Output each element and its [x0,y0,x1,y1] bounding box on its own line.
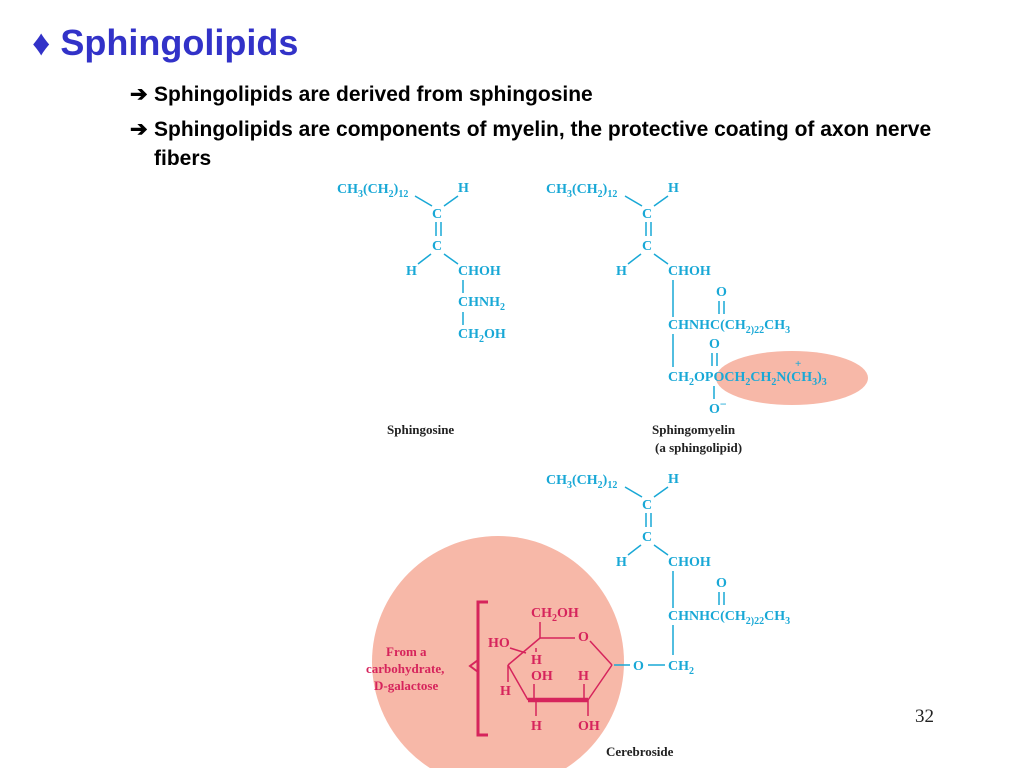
svg-text:CH3(CH2)12: CH3(CH2)12 [337,182,408,200]
svg-text:O: O [578,630,589,645]
svg-text:CHNHC(CH2)22CH3: CHNHC(CH2)22CH3 [668,318,790,336]
svg-text:HO: HO [488,636,510,651]
arrow-bullet-icon: ➔ [130,83,148,106]
svg-text:O: O [709,337,720,352]
svg-text:O: O [633,659,644,674]
svg-text:O: O [716,285,727,300]
galactose-label-line-1: From a [386,644,427,659]
cerebroside-caption: Cerebroside [606,744,674,759]
svg-text:OH: OH [531,669,553,684]
galactose-label-line-3: D-galactose [374,678,438,693]
svg-text:C: C [642,207,652,222]
svg-text:H: H [616,555,627,570]
svg-text:O: O [716,576,727,591]
phosphocholine-highlight [716,351,868,405]
svg-text:H: H [578,669,589,684]
sphingomyelin-structure: CH3(CH2)12 H C C H CHOH O CHNHC(CH2)22CH… [546,181,827,417]
sphingomyelin-subcaption: (a sphingolipid) [655,440,742,455]
svg-text:CH3(CH2)12: CH3(CH2)12 [546,473,617,491]
svg-text:C: C [642,498,652,513]
svg-text:CHOH: CHOH [668,264,711,279]
svg-text:H: H [668,472,679,487]
svg-text:H: H [531,719,542,734]
svg-text:C: C [432,239,442,254]
svg-text:CHNHC(CH2)22CH3: CHNHC(CH2)22CH3 [668,609,790,627]
svg-text:CHOH: CHOH [668,555,711,570]
svg-text:C: C [642,239,652,254]
sphingosine-structure: CH3(CH2)12 H C C H CHOH CHNH2 CH2OH [337,181,506,345]
svg-text:H: H [458,181,469,196]
svg-text:H: H [406,264,417,279]
svg-text:H: H [668,181,679,196]
galactose-highlight [372,536,624,768]
bullet-text: Sphingolipids are derived from sphingosi… [154,83,593,106]
svg-text:+: + [795,358,801,370]
galactose-label-line-2: carbohydrate, [366,661,444,676]
svg-text:OH: OH [578,719,600,734]
page-number: 32 [915,706,934,727]
svg-text:CHOH: CHOH [458,264,501,279]
svg-text:H: H [500,684,511,699]
svg-text:CH2OPOCH2CH2N(CH3)3: CH2OPOCH2CH2N(CH3)3 [668,370,827,388]
bullet-text: Sphingolipids are components of myelin, … [154,118,932,170]
svg-text:CH2: CH2 [668,659,694,677]
bullet-item: ➔ Sphingolipids are derived from sphingos… [130,80,990,109]
svg-text:H: H [616,264,627,279]
svg-text:C: C [432,207,442,222]
bullet-item: ➔ Sphingolipids are components of myelin,… [130,115,990,173]
diamond-bullet-icon: ♦ [32,22,51,63]
svg-text:C: C [642,530,652,545]
slide-title: ♦Sphingolipids [32,22,298,64]
svg-text:CHNH2: CHNH2 [458,295,505,313]
galactose-ring: CH2OH HO O H OH H H H OH [468,600,613,737]
svg-text:CH2OH: CH2OH [458,327,506,345]
sphingomyelin-caption: Sphingomyelin [652,422,736,437]
svg-text:H: H [531,653,542,668]
svg-text:CH3(CH2)12: CH3(CH2)12 [546,182,617,200]
arrow-bullet-icon: ➔ [130,118,148,141]
svg-text:CH2OH: CH2OH [531,606,579,624]
svg-text:O−: O− [709,397,727,417]
bullet-list: ➔ Sphingolipids are derived from sphingos… [130,80,990,179]
sphingosine-caption: Sphingosine [387,422,454,437]
title-text: Sphingolipids [60,22,299,63]
